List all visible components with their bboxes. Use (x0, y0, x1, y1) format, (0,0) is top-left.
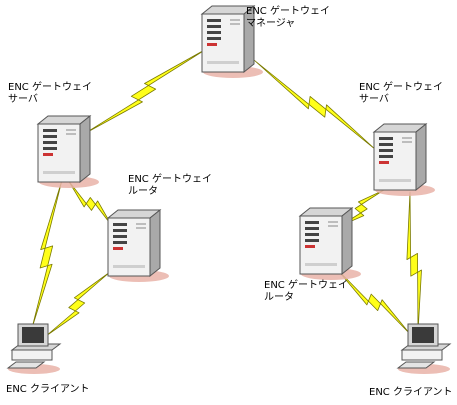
router-right-label-line1: ENC ゲートウェイ (264, 280, 348, 291)
router-right-label-line2: ルータ (264, 292, 294, 303)
server-right-label-line1: ENC ゲートウェイ (359, 82, 443, 93)
label-client-right: ENC クライアント (369, 387, 453, 399)
manager-label-line1: ENC ゲートウェイ (246, 6, 330, 17)
manager-label-line2: マネージャ (246, 18, 296, 29)
link-router-left-client-left (45, 271, 111, 337)
server-right-label-line2: サーバ (359, 94, 389, 105)
server-left-label-line1: ENC ゲートウェイ (8, 82, 92, 93)
server-left-label-line2: サーバ (8, 94, 38, 105)
client-right-desktop-computer-icon (397, 323, 451, 375)
label-router-left: ENC ゲートウェイ ルータ (128, 174, 212, 198)
router-left-label-line1: ENC ゲートウェイ (128, 174, 212, 185)
router-right-server-icon (299, 207, 362, 281)
label-client-left: ENC クライアント (6, 384, 90, 396)
links-layer (31, 47, 422, 337)
label-server-left: ENC ゲートウェイ サーバ (8, 82, 92, 106)
client-right-label: ENC クライアント (369, 387, 453, 398)
server-left-server-icon (37, 115, 100, 189)
link-server-right-client-right (406, 191, 422, 333)
label-router-right: ENC ゲートウェイ ルータ (264, 280, 348, 304)
router-left-label-line2: ルータ (128, 186, 158, 197)
label-server-right: ENC ゲートウェイ サーバ (359, 82, 443, 106)
link-manager-server-right (253, 59, 377, 151)
label-manager: ENC ゲートウェイ マネージャ (246, 6, 330, 30)
link-server-left-client-left (31, 179, 63, 329)
server-right-server-icon (373, 123, 436, 197)
router-left-server-icon (107, 209, 170, 283)
client-left-label: ENC クライアント (6, 384, 90, 395)
link-manager-server-left (83, 47, 209, 135)
